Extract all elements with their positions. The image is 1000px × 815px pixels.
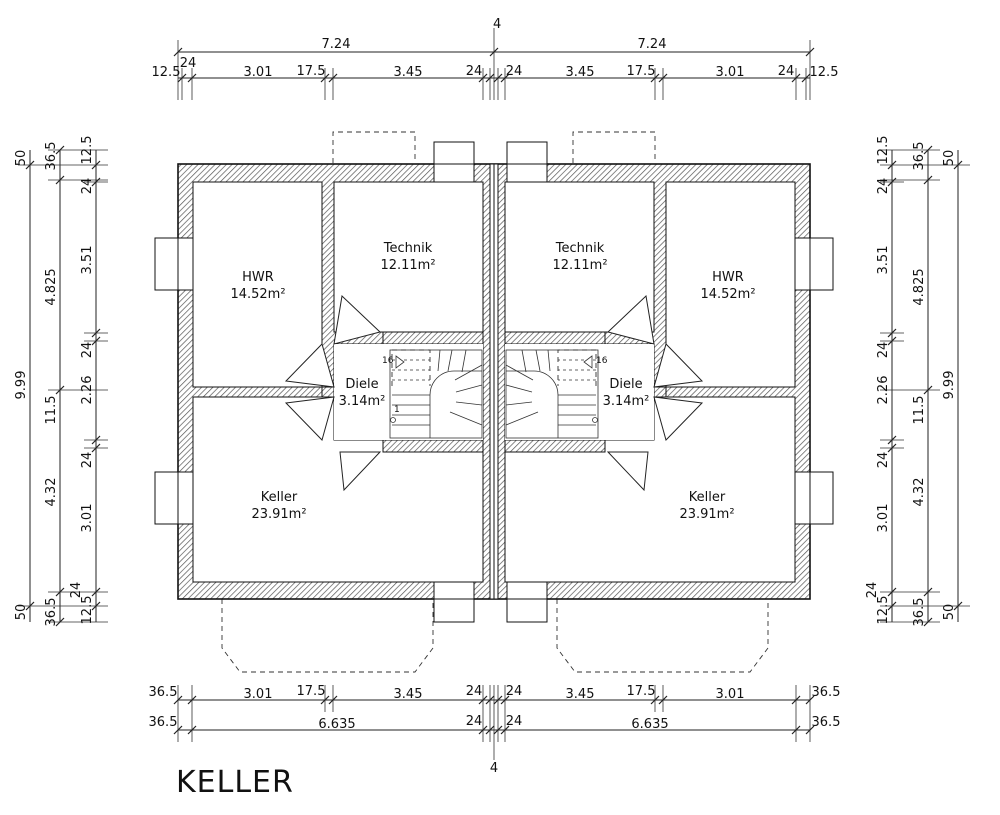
room-name-keller: Keller <box>261 490 298 505</box>
dim-right-inner: 24 <box>865 582 880 599</box>
dim-left-middle: 11.5 <box>44 396 59 425</box>
room-name-hwr: HWR <box>242 270 274 285</box>
dim-left-outer: 50 <box>14 604 29 621</box>
dim-bottom-seg: 6.635 <box>318 717 355 732</box>
dim-top-seg: 3.01 <box>244 65 273 80</box>
dimension-chain-left: 50 9.99 50 36.5 4.825 11.5 4.32 36.5 12.… <box>14 136 108 627</box>
light-wells <box>221 131 769 673</box>
dim-top-seg: 3.45 <box>394 65 423 80</box>
dim-top-total-left: 7.24 <box>322 37 351 52</box>
dim-left-middle: 4.32 <box>44 478 59 507</box>
stair-number: 1 <box>394 405 400 415</box>
dim-top-seg: 3.01 <box>716 65 745 80</box>
windows <box>154 141 834 623</box>
room-area-diele: 3.14m² <box>603 394 650 409</box>
room-area-technik: 12.11m² <box>552 258 607 273</box>
dim-top-seg: 24 <box>506 64 523 79</box>
room-name-hwr: HWR <box>712 270 744 285</box>
dim-right-middle: 11.5 <box>912 396 927 425</box>
dim-bottom-seg: 24 <box>466 714 483 729</box>
dim-left-inner: 3.01 <box>80 504 95 533</box>
dimension-chain-right: 50 9.99 50 36.5 4.825 11.5 4.32 36.5 12.… <box>865 136 970 627</box>
dim-right-inner: 3.51 <box>876 246 891 275</box>
center-mark-bottom: 4 <box>490 761 498 776</box>
dim-right-outer: 9.99 <box>942 371 957 400</box>
room-name-keller: Keller <box>689 490 726 505</box>
dim-left-middle: 36.5 <box>44 598 59 627</box>
dim-right-middle: 4.32 <box>912 478 927 507</box>
dim-left-inner: 24 <box>80 342 95 359</box>
dim-left-outer: 9.99 <box>14 371 29 400</box>
dim-bottom-seg: 3.45 <box>394 687 423 702</box>
room-area-hwr: 14.52m² <box>230 287 285 302</box>
dim-top-seg: 24 <box>778 64 795 79</box>
dim-right-inner: 12.5 <box>876 136 891 165</box>
dim-bottom-seg: 36.5 <box>812 685 841 700</box>
dim-bottom-seg: 36.5 <box>149 715 178 730</box>
dim-top-seg: 24 <box>466 64 483 79</box>
dim-bottom-seg: 36.5 <box>812 715 841 730</box>
dim-bottom-seg: 3.45 <box>566 687 595 702</box>
dim-top-seg: 3.45 <box>566 65 595 80</box>
dim-bottom-seg: 36.5 <box>149 685 178 700</box>
room-labels-left: HWR 14.52m² Technik 12.11m² Diele 3.14m²… <box>230 241 435 522</box>
dim-right-middle: 36.5 <box>912 598 927 627</box>
dim-bottom-seg: 24 <box>466 684 483 699</box>
dim-right-inner: 12.5 <box>876 596 891 625</box>
stair-number: 16 <box>596 356 608 366</box>
room-area-diele: 3.14m² <box>339 394 386 409</box>
dim-right-middle: 36.5 <box>912 142 927 171</box>
dim-right-inner: 24 <box>876 452 891 469</box>
dim-left-outer: 50 <box>14 150 29 167</box>
doors <box>284 294 704 492</box>
stair-number: 16 <box>382 356 394 366</box>
room-name-diele: Diele <box>609 377 642 392</box>
dim-right-inner: 24 <box>876 342 891 359</box>
stair-left <box>389 349 483 439</box>
dim-bottom-seg: 24 <box>506 714 523 729</box>
dim-left-middle: 36.5 <box>44 142 59 171</box>
dim-right-inner: 24 <box>876 178 891 195</box>
drawing-title: KELLER <box>176 765 294 800</box>
dim-top-seg: 17.5 <box>297 64 326 79</box>
dimension-chain-bottom: 36.5 3.01 17.5 3.45 24 24 3.45 17.5 3.01… <box>149 684 841 776</box>
dim-bottom-seg: 17.5 <box>297 684 326 699</box>
dim-left-inner: 2.26 <box>80 376 95 405</box>
dim-right-outer: 50 <box>942 150 957 167</box>
dim-bottom-seg: 3.01 <box>244 687 273 702</box>
dim-bottom-seg: 24 <box>506 684 523 699</box>
room-area-keller: 23.91m² <box>679 507 734 522</box>
dim-right-inner: 3.01 <box>876 504 891 533</box>
dim-bottom-seg: 6.635 <box>631 717 668 732</box>
dim-left-inner: 12.5 <box>80 596 95 625</box>
walls <box>177 163 811 600</box>
dim-bottom-seg: 17.5 <box>627 684 656 699</box>
room-name-technik: Technik <box>555 241 605 256</box>
dim-left-inner: 24 <box>80 452 95 469</box>
dim-top-total-right: 7.24 <box>638 37 667 52</box>
dim-top-seg: 12.5 <box>810 65 839 80</box>
dim-left-inner: 24 <box>80 178 95 195</box>
room-area-keller: 23.91m² <box>251 507 306 522</box>
room-name-technik: Technik <box>383 241 433 256</box>
dimension-chain-top: 4 7.24 7.24 12.5 24 3.01 17.5 3.45 24 24… <box>152 17 839 100</box>
dim-left-middle: 4.825 <box>44 268 59 305</box>
dim-top-seg: 24 <box>180 56 197 71</box>
room-name-diele: Diele <box>345 377 378 392</box>
dim-left-inner: 3.51 <box>80 246 95 275</box>
dim-right-outer: 50 <box>942 604 957 621</box>
dim-bottom-seg: 3.01 <box>716 687 745 702</box>
room-area-hwr: 14.52m² <box>700 287 755 302</box>
room-area-technik: 12.11m² <box>380 258 435 273</box>
dim-left-inner: 12.5 <box>80 136 95 165</box>
dim-top-seg: 17.5 <box>627 64 656 79</box>
dim-right-middle: 4.825 <box>912 268 927 305</box>
dim-left-inner: 24 <box>69 582 84 599</box>
dim-top-seg: 12.5 <box>152 65 181 80</box>
center-mark-top: 4 <box>493 17 501 32</box>
stair-right <box>505 349 599 439</box>
dim-right-inner: 2.26 <box>876 376 891 405</box>
room-labels-right: HWR 14.52m² Technik 12.11m² Diele 3.14m²… <box>552 241 755 522</box>
